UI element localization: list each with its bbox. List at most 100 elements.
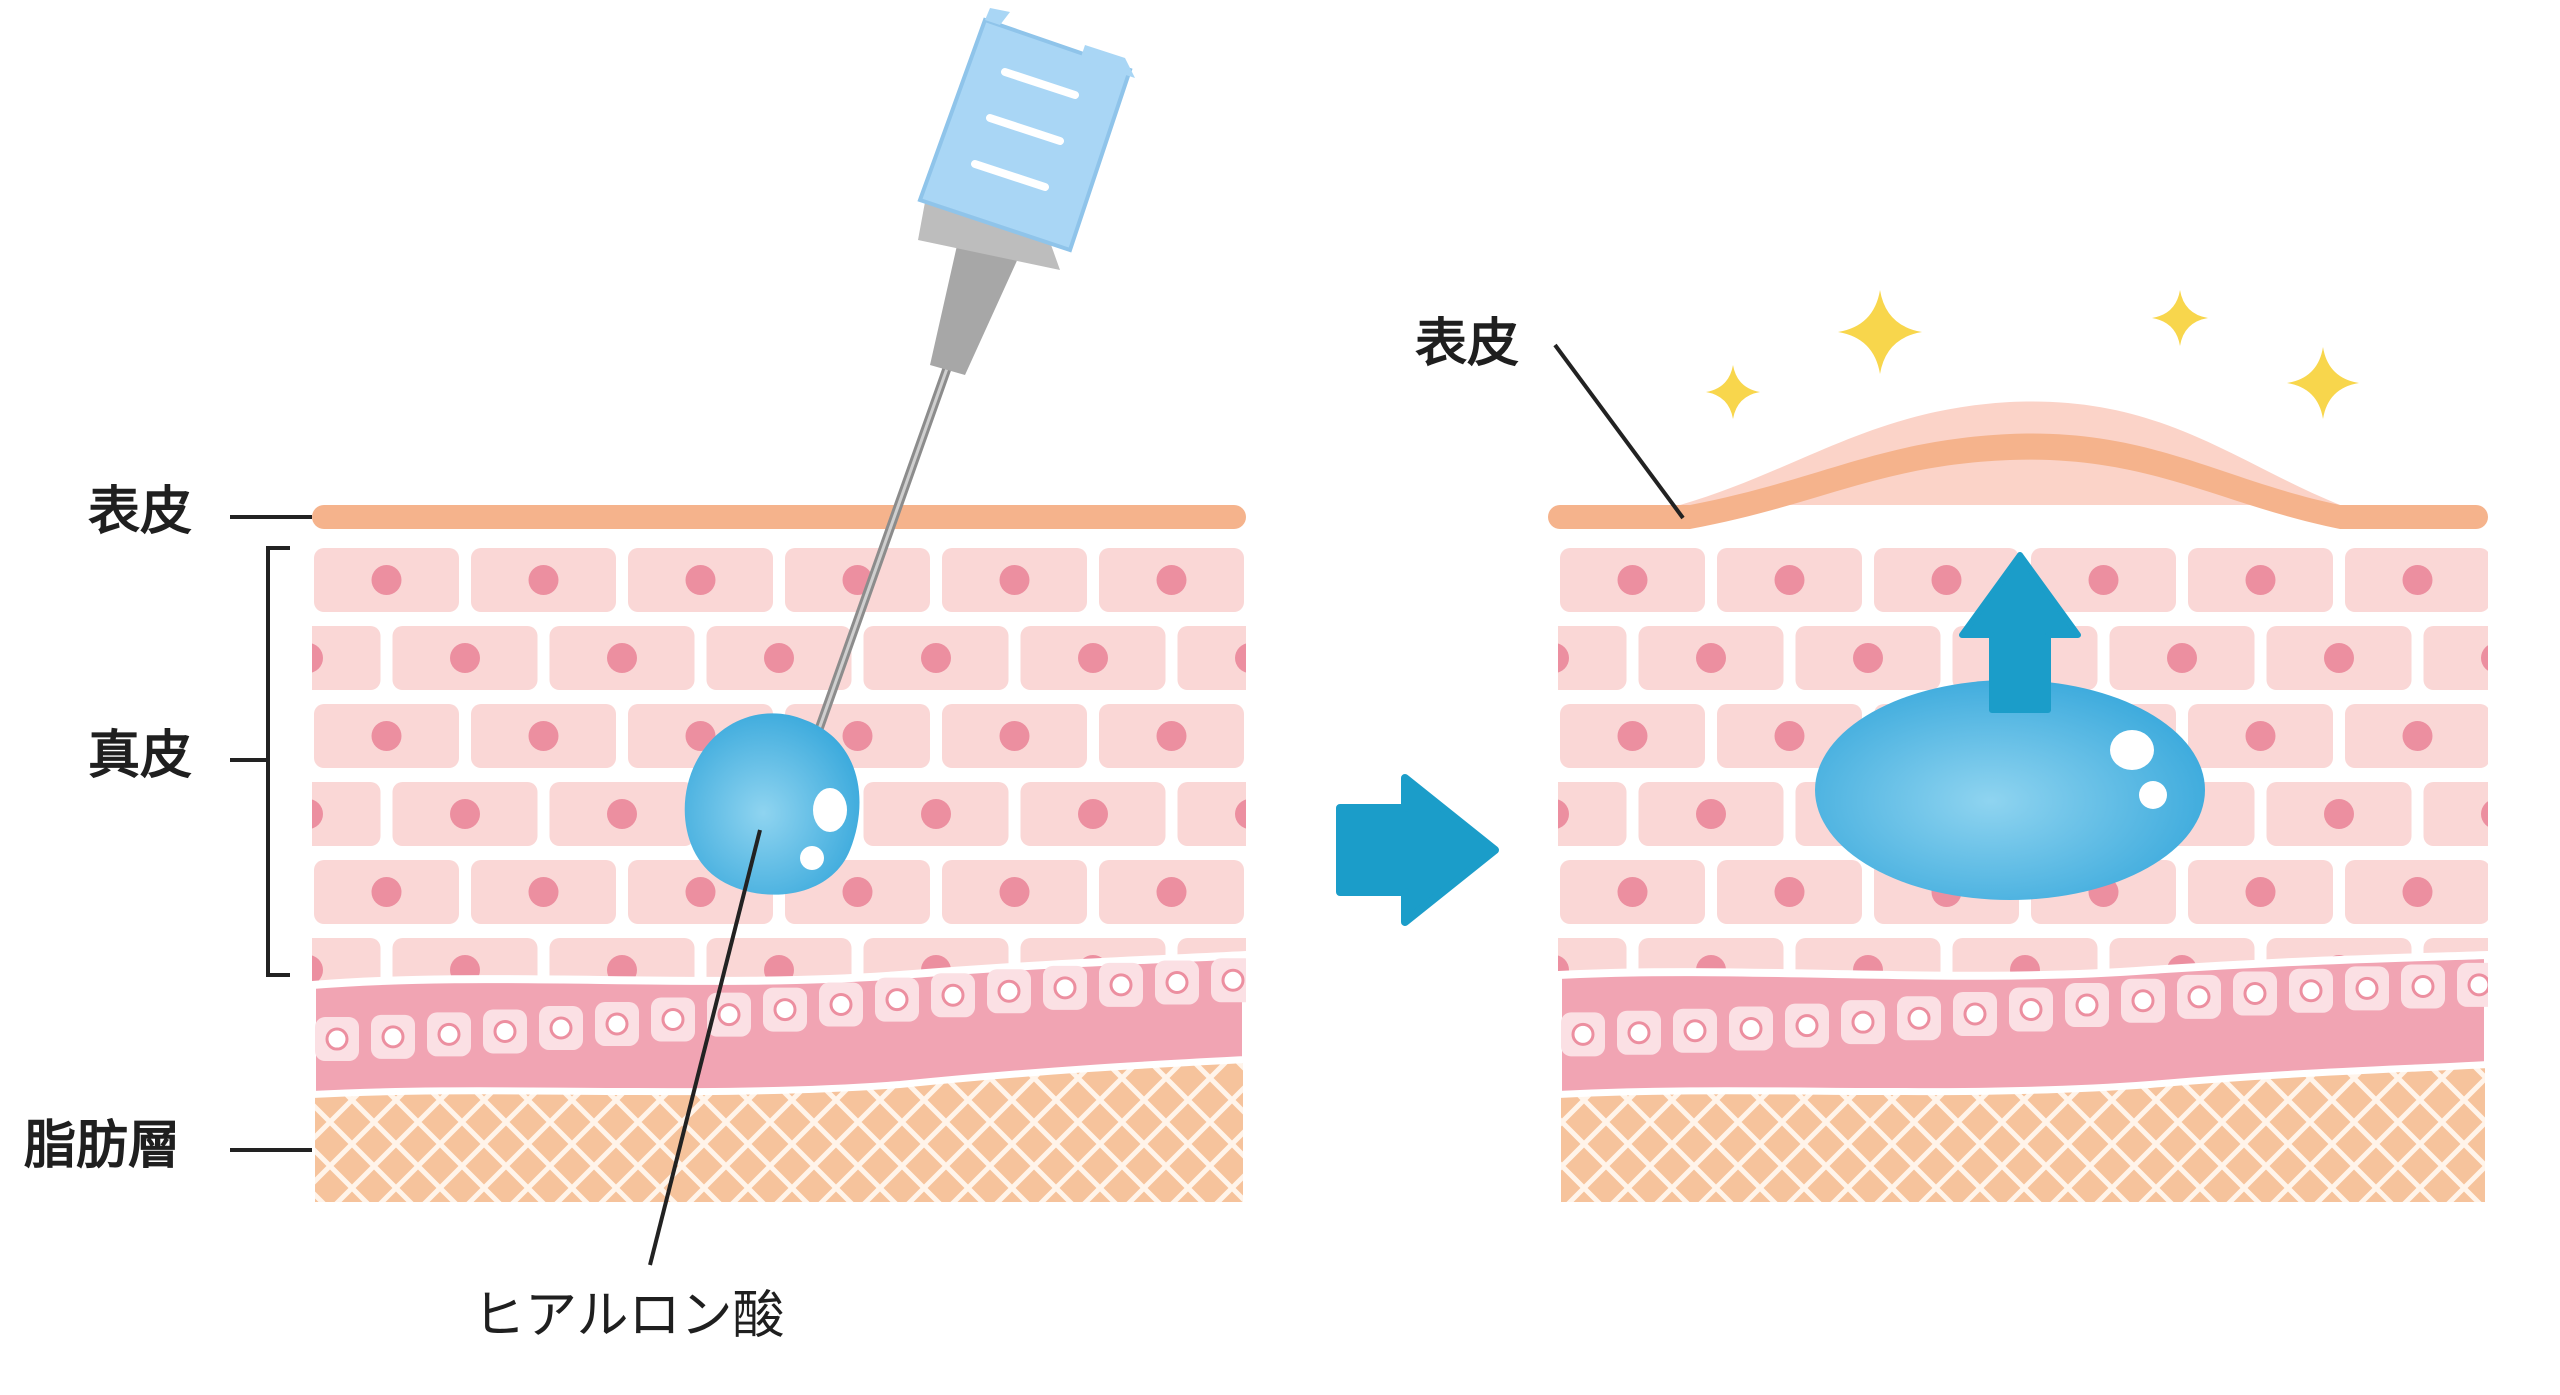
basal-cell-nucleus bbox=[941, 983, 965, 1007]
basal-cell-nucleus bbox=[1627, 1021, 1651, 1045]
cell-nucleus bbox=[312, 643, 323, 673]
basal-cell-nucleus bbox=[1221, 968, 1245, 992]
cell-nucleus bbox=[2324, 643, 2354, 673]
cell-nucleus bbox=[2167, 643, 2197, 673]
cell-nucleus bbox=[999, 565, 1030, 595]
cell-nucleus bbox=[999, 721, 1030, 751]
cell-nucleus bbox=[1617, 877, 1648, 907]
basal-cell-nucleus bbox=[605, 1012, 629, 1036]
leader-line-epidermis-right bbox=[1553, 343, 1685, 520]
cell-nucleus bbox=[1558, 799, 1569, 829]
cell-nucleus bbox=[2402, 721, 2433, 751]
cell-nucleus bbox=[2481, 801, 2488, 827]
dermis-cell bbox=[312, 782, 381, 846]
basal-cells-right bbox=[1561, 962, 2488, 1057]
cell-nucleus bbox=[685, 877, 716, 907]
cell-nucleus bbox=[1558, 643, 1569, 673]
basal-cell-nucleus bbox=[2411, 975, 2435, 999]
dermis-cell bbox=[312, 626, 381, 690]
cell-nucleus bbox=[1078, 799, 1108, 829]
cell-nucleus bbox=[450, 799, 480, 829]
basal-cell-nucleus bbox=[2131, 989, 2155, 1013]
label-dermis: 真皮 bbox=[88, 726, 193, 786]
cell-nucleus bbox=[1156, 721, 1187, 751]
basal-cell-nucleus bbox=[325, 1027, 349, 1051]
cell-nucleus bbox=[685, 565, 716, 595]
basal-cell-nucleus bbox=[1907, 1006, 1931, 1030]
label-hyaluronic-acid: ヒアルロン酸 bbox=[473, 1286, 785, 1346]
cell-nucleus bbox=[1235, 799, 1246, 829]
basal-cell-nucleus bbox=[773, 998, 797, 1022]
cell-nucleus bbox=[1931, 565, 1962, 595]
cell-nucleus bbox=[1696, 643, 1726, 673]
basal-cell-nucleus bbox=[717, 1003, 741, 1027]
dermis-cell bbox=[1558, 782, 1627, 846]
cell-nucleus bbox=[921, 799, 951, 829]
cell-nucleus bbox=[764, 643, 794, 673]
basal-cell-nucleus bbox=[1739, 1016, 1763, 1040]
cell-nucleus bbox=[2245, 877, 2276, 907]
basal-cell-nucleus bbox=[2243, 982, 2267, 1006]
cell-nucleus bbox=[607, 643, 637, 673]
dermis-cell bbox=[2423, 626, 2488, 690]
right-arrow-icon bbox=[1336, 774, 1499, 926]
sparkle-icon bbox=[1706, 290, 2359, 419]
cell-nucleus bbox=[1078, 643, 1108, 673]
cell-nucleus bbox=[2402, 877, 2433, 907]
basal-cell-nucleus bbox=[2187, 985, 2211, 1009]
dermis-cell bbox=[1177, 626, 1246, 690]
label-fat-layer: 脂肪層 bbox=[24, 1116, 181, 1176]
basal-cell-nucleus bbox=[2467, 973, 2488, 997]
cell-nucleus bbox=[2402, 565, 2433, 595]
cell-nucleus bbox=[1235, 643, 1246, 673]
cell-nucleus bbox=[1617, 565, 1648, 595]
basal-cell-nucleus bbox=[1571, 1022, 1595, 1046]
cell-nucleus bbox=[842, 877, 873, 907]
basal-cell-nucleus bbox=[2299, 979, 2323, 1003]
cell-nucleus bbox=[1696, 799, 1726, 829]
basal-cells-left bbox=[315, 958, 1246, 1062]
epidermis-right bbox=[1548, 433, 2488, 529]
cell-nucleus bbox=[921, 643, 951, 673]
basal-cell-nucleus bbox=[1683, 1019, 1707, 1043]
cell-nucleus bbox=[1156, 565, 1187, 595]
basal-cell-nucleus bbox=[2019, 998, 2043, 1022]
basal-cell-nucleus bbox=[437, 1022, 461, 1046]
hyaluronic-acid-droplet-right bbox=[1815, 680, 2205, 900]
dermis-cell bbox=[1558, 626, 1627, 690]
cell-nucleus bbox=[528, 721, 559, 751]
cell-nucleus bbox=[2324, 799, 2354, 829]
cell-nucleus bbox=[2088, 565, 2119, 595]
cell-nucleus bbox=[312, 955, 323, 985]
basal-cell-nucleus bbox=[2355, 976, 2379, 1000]
basal-cell-nucleus bbox=[1963, 1002, 1987, 1026]
cell-nucleus bbox=[371, 565, 402, 595]
cell-nucleus bbox=[1853, 643, 1883, 673]
cell-nucleus bbox=[2481, 645, 2488, 671]
basal-cell-nucleus bbox=[1165, 970, 1189, 994]
basal-cell-nucleus bbox=[549, 1016, 573, 1040]
syringe-icon bbox=[803, 8, 1135, 765]
label-epidermis-left: 表皮 bbox=[88, 482, 193, 542]
basal-cell-nucleus bbox=[885, 988, 909, 1012]
basal-cell-nucleus bbox=[1053, 976, 1077, 1000]
cell-nucleus bbox=[1617, 721, 1648, 751]
cell-nucleus bbox=[312, 799, 323, 829]
cell-nucleus bbox=[685, 721, 716, 751]
cell-nucleus bbox=[371, 721, 402, 751]
dermis-cell bbox=[1177, 782, 1246, 846]
cell-nucleus bbox=[1156, 877, 1187, 907]
fat-layer-left bbox=[312, 1056, 1246, 1205]
epidermis-left bbox=[312, 505, 1246, 529]
basal-cell-nucleus bbox=[1109, 973, 1133, 997]
cell-nucleus bbox=[528, 877, 559, 907]
dermis-cell bbox=[2423, 782, 2488, 846]
cell-nucleus bbox=[1774, 721, 1805, 751]
leader-lines-left bbox=[230, 515, 762, 1266]
basal-cell-nucleus bbox=[661, 1007, 685, 1031]
basal-cell-nucleus bbox=[997, 979, 1021, 1003]
basal-cell-nucleus bbox=[2075, 993, 2099, 1017]
cell-nucleus bbox=[2245, 721, 2276, 751]
basal-cell-nucleus bbox=[381, 1025, 405, 1049]
cell-nucleus bbox=[528, 565, 559, 595]
